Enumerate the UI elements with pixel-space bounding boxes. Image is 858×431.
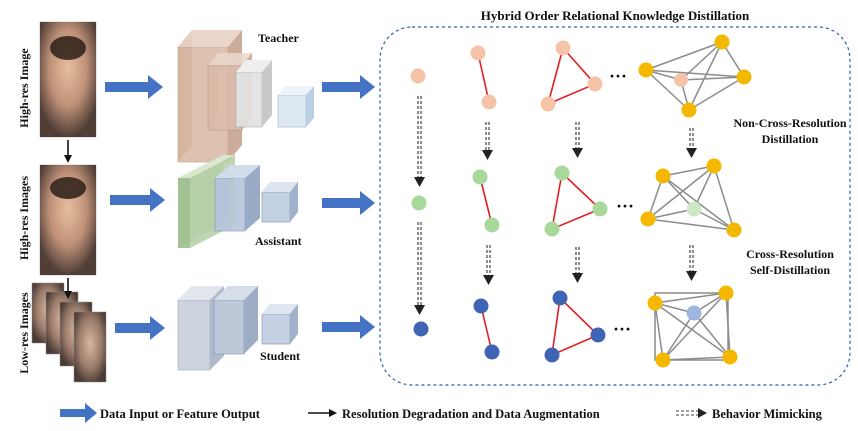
input-arrow-teacher <box>105 75 163 99</box>
student-pair-edge <box>480 305 493 353</box>
row-label-high-res-images: High-res Images <box>17 176 31 260</box>
teacher-graph-edges <box>645 41 745 111</box>
mimic-arrow-6 <box>575 247 580 273</box>
student-graph-edges <box>654 292 731 361</box>
assistant-nodes <box>411 165 702 237</box>
mimic-arrow-3 <box>485 122 490 150</box>
mimic-arrow-5 <box>575 122 580 148</box>
student-nodes <box>413 290 702 363</box>
legend-data-input-label: Data Input or Feature Output <box>100 407 261 421</box>
legend: Data Input or Feature Output Resolution … <box>60 403 823 423</box>
teacher-label: Teacher <box>258 31 300 45</box>
output-arrow-teacher <box>322 75 375 99</box>
student-graph-hub-nodes <box>647 285 738 368</box>
teacher-triangle <box>546 46 597 106</box>
student-triangle <box>551 296 600 357</box>
face-image-stack-low-res <box>31 282 107 383</box>
non-cross-resolution-label-line2: Distillation <box>762 132 819 146</box>
student-network <box>177 286 298 371</box>
distillation-panel <box>379 26 851 386</box>
mimic-arrow-1 <box>417 96 422 177</box>
assistant-network <box>178 155 298 248</box>
mimic-arrow-4 <box>486 245 491 275</box>
student-label: Student <box>260 349 300 363</box>
legend-dashed-arrow-icon <box>676 408 707 418</box>
mimic-arrow-7 <box>689 128 694 148</box>
ellipsis-teacher: ··· <box>609 66 627 86</box>
ellipsis-assistant: ··· <box>616 196 634 216</box>
assistant-graph-edges <box>647 165 735 231</box>
assistant-label: Assistant <box>255 234 302 248</box>
teacher-pair-edge <box>477 52 490 103</box>
teacher-network <box>177 30 314 163</box>
face-image-top <box>39 21 97 138</box>
legend-mimicking-label: Behavior Mimicking <box>712 407 823 421</box>
mimic-arrow-2 <box>417 222 422 305</box>
mimic-arrow-8 <box>689 245 694 271</box>
assistant-triangle <box>550 171 602 231</box>
output-arrow-assistant <box>322 191 375 215</box>
ellipsis-student: ··· <box>613 319 631 339</box>
non-cross-resolution-label-line1: Non-Cross-Resolution <box>733 116 846 130</box>
cross-resolution-label-line1: Cross-Resolution <box>746 247 834 261</box>
teacher-nodes <box>410 40 688 112</box>
assistant-pair-edge <box>479 176 493 226</box>
assistant-graph-hub-nodes <box>640 158 742 238</box>
diagram-title: Hybrid Order Relational Knowledge Distil… <box>481 8 750 23</box>
legend-blue-arrow-icon <box>60 403 97 423</box>
row-label-low-res-images: Low-res Images <box>17 292 31 374</box>
legend-degradation-label: Resolution Degradation and Data Augmenta… <box>342 407 600 421</box>
face-image-middle <box>39 164 97 276</box>
output-arrow-student <box>322 315 375 339</box>
input-arrow-student <box>115 316 165 340</box>
row-label-high-res-image: High-res Image <box>17 48 31 128</box>
teacher-graph-hub-nodes <box>638 34 752 118</box>
input-arrow-assistant <box>110 188 165 212</box>
cross-resolution-label-line2: Self-Distillation <box>750 263 830 277</box>
